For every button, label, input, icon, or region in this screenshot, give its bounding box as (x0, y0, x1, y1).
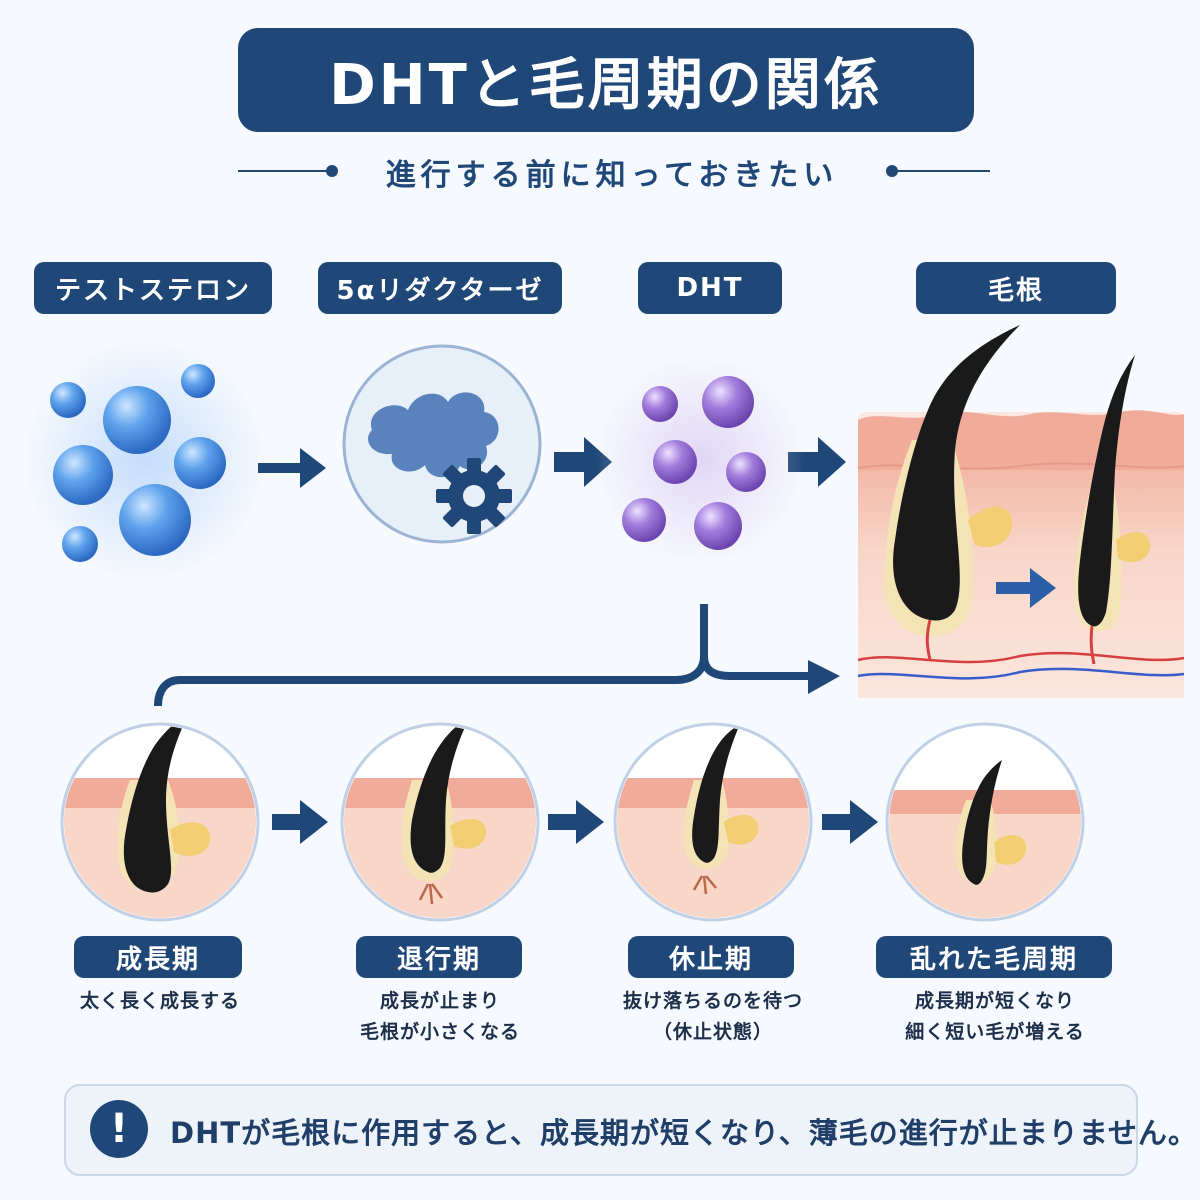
papilla-vessel-small (1089, 625, 1096, 665)
testosterone-molecule (174, 437, 226, 489)
label-telogen: 休止期 (628, 936, 794, 978)
connector-to-cycle (154, 655, 708, 707)
connector-to-hair-root (700, 604, 812, 680)
label-anagen: 成長期 (74, 936, 242, 978)
label-catagen: 退行期 (356, 936, 522, 978)
dht-molecule (694, 502, 742, 550)
cycle-anagen-illustration (60, 722, 260, 922)
artery-line (857, 651, 1185, 664)
vein-line (857, 667, 1185, 680)
testosterone-molecule (62, 526, 98, 562)
caption-line: （休止状態） (652, 1021, 773, 1043)
arrow-right-icon (808, 660, 840, 694)
arrow-right-icon (258, 448, 326, 488)
arrow-right-icon (822, 800, 878, 844)
label-5a-reductase: 5αリダクターゼ (318, 262, 562, 314)
dht-molecule (622, 498, 666, 542)
arrow-right-icon (272, 800, 328, 844)
enzyme-5a-reductase (342, 344, 542, 544)
hair-root-panel (857, 325, 1185, 698)
papilla-vessel (925, 619, 932, 661)
notice-text: DHTが毛根に作用すると、成長期が短くなり、薄毛の進行が止まりません。 (170, 1116, 1198, 1150)
testosterone-molecules (25, 340, 265, 580)
dht-molecule (726, 452, 766, 492)
testosterone-molecule (119, 484, 191, 556)
skin-boundary (857, 462, 1185, 470)
caption-telogen: 抜け落ちるのを待つ （休止状態） (590, 986, 836, 1048)
caption-line: 細く短い毛が増える (905, 1021, 1085, 1043)
label-testosterone: テストステロン (34, 262, 272, 314)
subtitle-text: 進行する前に知っておきたい (385, 158, 839, 193)
caption-line: 成長期が短くなり (914, 990, 1075, 1012)
label-disrupted-cycle: 乱れた毛周期 (876, 936, 1112, 978)
label-dht: DHT (638, 262, 782, 314)
sebaceous-gland (968, 506, 1013, 548)
caption-disrupted-cycle: 成長期が短くなり 細く短い毛が増える (860, 986, 1130, 1048)
caption-line: 成長が止まり (379, 990, 500, 1012)
cycle-catagen-illustration (340, 722, 540, 922)
dht-molecule (702, 376, 754, 428)
subtitle-dot-left (326, 165, 338, 177)
testosterone-molecule (50, 382, 86, 418)
caption-line: 太く長く成長する (79, 990, 240, 1012)
dht-molecules (595, 355, 805, 565)
sebaceous-gland-small (1116, 532, 1151, 563)
enzyme-blob-icon (368, 392, 499, 478)
testosterone-molecule (181, 364, 215, 398)
caption-line: 毛根が小さくなる (359, 1021, 520, 1043)
caption-anagen: 太く長く成長する (40, 986, 280, 1017)
thick-hair (893, 325, 1020, 621)
caption-catagen: 成長が止まり 毛根が小さくなる (320, 986, 560, 1048)
dht-molecule (653, 440, 697, 484)
subtitle-line-right (894, 170, 990, 172)
subtitle-dot-right (886, 165, 898, 177)
thin-hair (1078, 355, 1135, 627)
exclamation-icon: ! (90, 1100, 148, 1158)
subtitle: 進行する前に知っておきたい (230, 146, 994, 196)
subtitle-line-left (238, 170, 330, 172)
gear-icon (436, 458, 512, 534)
cycle-disrupted-illustration (885, 722, 1085, 922)
dht-molecule (642, 386, 678, 422)
label-hair-root: 毛根 (916, 262, 1116, 314)
caption-line: 抜け落ちるのを待つ (622, 990, 803, 1012)
testosterone-molecule (103, 386, 171, 454)
arrow-right-icon (548, 800, 604, 844)
notice-box: ! DHTが毛根に作用すると、成長期が短くなり、薄毛の進行が止まりません。 (64, 1084, 1197, 1176)
testosterone-molecule (53, 445, 113, 505)
page-title: DHTと毛周期の関係 (238, 28, 974, 132)
arrow-right-icon (788, 437, 846, 487)
cycle-telogen-illustration (613, 722, 813, 922)
arrow-right-icon (996, 568, 1056, 608)
